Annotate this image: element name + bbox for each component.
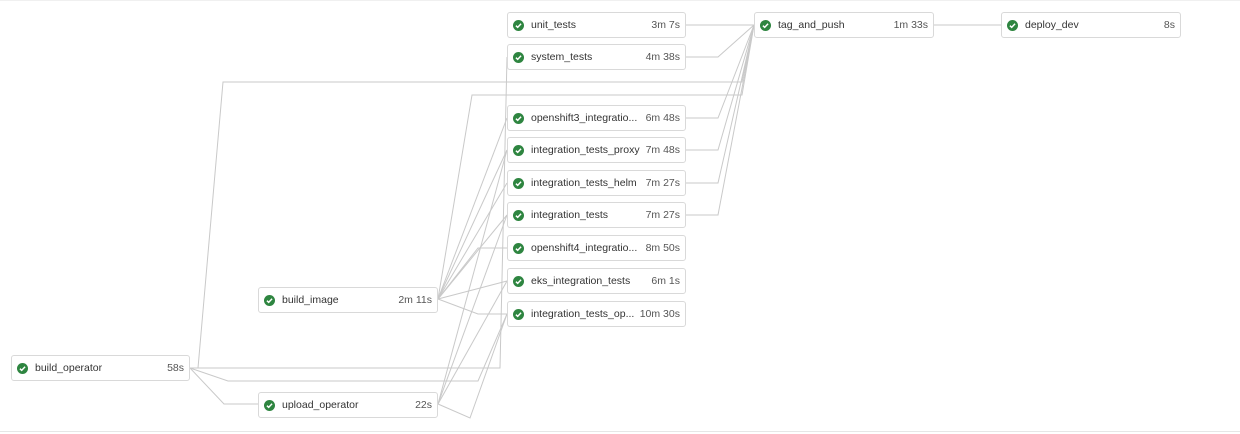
job-duration: 1m 33s <box>893 19 928 31</box>
job-openshift3-integration[interactable]: openshift3_integratio... 6m 48s <box>507 105 686 131</box>
job-duration: 22s <box>415 399 432 411</box>
job-name: integration_tests_op... <box>531 308 635 320</box>
success-status-icon <box>513 19 524 31</box>
job-name: build_operator <box>35 362 103 374</box>
edge-proxy-to-tag <box>686 24 755 151</box>
success-status-icon <box>264 399 275 411</box>
edge-build-operator-to-upload-operator <box>189 367 258 405</box>
edge-build-image-openshift3 <box>437 117 508 300</box>
job-duration: 7m 27s <box>645 177 680 189</box>
success-status-icon <box>513 51 524 63</box>
top-divider <box>0 0 1240 1</box>
job-openshift4-integration[interactable]: openshift4_integratio... 8m 50s <box>507 235 686 261</box>
edge-system-tests-to-tag <box>686 24 755 58</box>
success-status-icon <box>513 112 524 124</box>
job-deploy-dev[interactable]: deploy_dev 8s <box>1001 12 1181 38</box>
job-duration: 4m 38s <box>645 51 680 63</box>
job-duration: 3m 7s <box>651 19 680 31</box>
job-integration-tests-proxy[interactable]: integration_tests_proxy 7m 48s <box>507 137 686 163</box>
edge-upload-operator-2 <box>437 214 508 405</box>
job-duration: 7m 48s <box>645 144 680 156</box>
job-name: tag_and_push <box>778 19 845 31</box>
job-name: openshift3_integratio... <box>531 112 638 124</box>
job-duration: 6m 1s <box>651 275 680 287</box>
edge-upload-operator-4 <box>437 313 508 419</box>
success-status-icon <box>264 294 275 306</box>
success-status-icon <box>513 308 524 320</box>
edge-build-image-op <box>437 298 507 315</box>
success-status-icon <box>513 275 524 287</box>
job-duration: 58s <box>167 362 184 374</box>
job-integration-tests-op[interactable]: integration_tests_op... 10m 30s <box>507 301 686 327</box>
job-name: system_tests <box>531 51 593 63</box>
edge-build-image-helm <box>437 182 508 300</box>
job-upload-operator[interactable]: upload_operator 22s <box>258 392 438 418</box>
job-name: integration_tests <box>531 209 609 221</box>
job-duration: 8s <box>1163 19 1175 31</box>
edge-upload-operator-3 <box>437 280 508 405</box>
job-duration: 10m 30s <box>639 308 680 320</box>
job-eks-integration-tests[interactable]: eks_integration_tests 6m 1s <box>507 268 686 294</box>
edge-build-image-openshift4 <box>437 247 507 300</box>
success-status-icon <box>513 144 524 156</box>
edge-upload-operator-1 <box>437 149 508 405</box>
job-name: upload_operator <box>282 399 359 411</box>
job-duration: 6m 48s <box>645 112 680 124</box>
job-duration: 8m 50s <box>645 242 680 254</box>
success-status-icon <box>1007 19 1018 31</box>
success-status-icon <box>513 177 524 189</box>
job-build-image[interactable]: build_image 2m 11s <box>258 287 438 313</box>
job-name: integration_tests_helm <box>531 177 637 189</box>
edge-build-image-proxy <box>437 149 508 300</box>
success-status-icon <box>760 19 771 31</box>
job-name: integration_tests_proxy <box>531 144 640 156</box>
job-name: unit_tests <box>531 19 576 31</box>
job-integration-tests[interactable]: integration_tests 7m 27s <box>507 202 686 228</box>
edge-openshift3-to-tag <box>686 24 755 119</box>
job-name: build_image <box>282 294 339 306</box>
success-status-icon <box>513 242 524 254</box>
job-duration: 7m 27s <box>645 209 680 221</box>
edge-build-operator-to-integration-tests-op <box>189 313 508 382</box>
success-status-icon <box>17 362 28 374</box>
success-status-icon <box>513 209 524 221</box>
edge-build-image-to-openshift3 <box>437 24 755 300</box>
edge-integration-to-tag <box>686 24 755 216</box>
job-duration: 2m 11s <box>398 294 432 306</box>
edge-helm-to-tag <box>686 24 755 184</box>
bottom-divider <box>0 431 1240 432</box>
edge-build-image-eks <box>437 280 508 300</box>
edge-build-operator-to-system-tests <box>190 56 508 369</box>
job-integration-tests-helm[interactable]: integration_tests_helm 7m 27s <box>507 170 686 196</box>
job-system-tests[interactable]: system_tests 4m 38s <box>507 44 686 70</box>
job-tag-and-push[interactable]: tag_and_push 1m 33s <box>754 12 934 38</box>
job-build-operator[interactable]: build_operator 58s <box>11 355 190 381</box>
job-name: openshift4_integratio... <box>531 242 638 254</box>
job-name: eks_integration_tests <box>531 275 631 287</box>
job-name: deploy_dev <box>1025 19 1079 31</box>
job-unit-tests[interactable]: unit_tests 3m 7s <box>507 12 686 38</box>
